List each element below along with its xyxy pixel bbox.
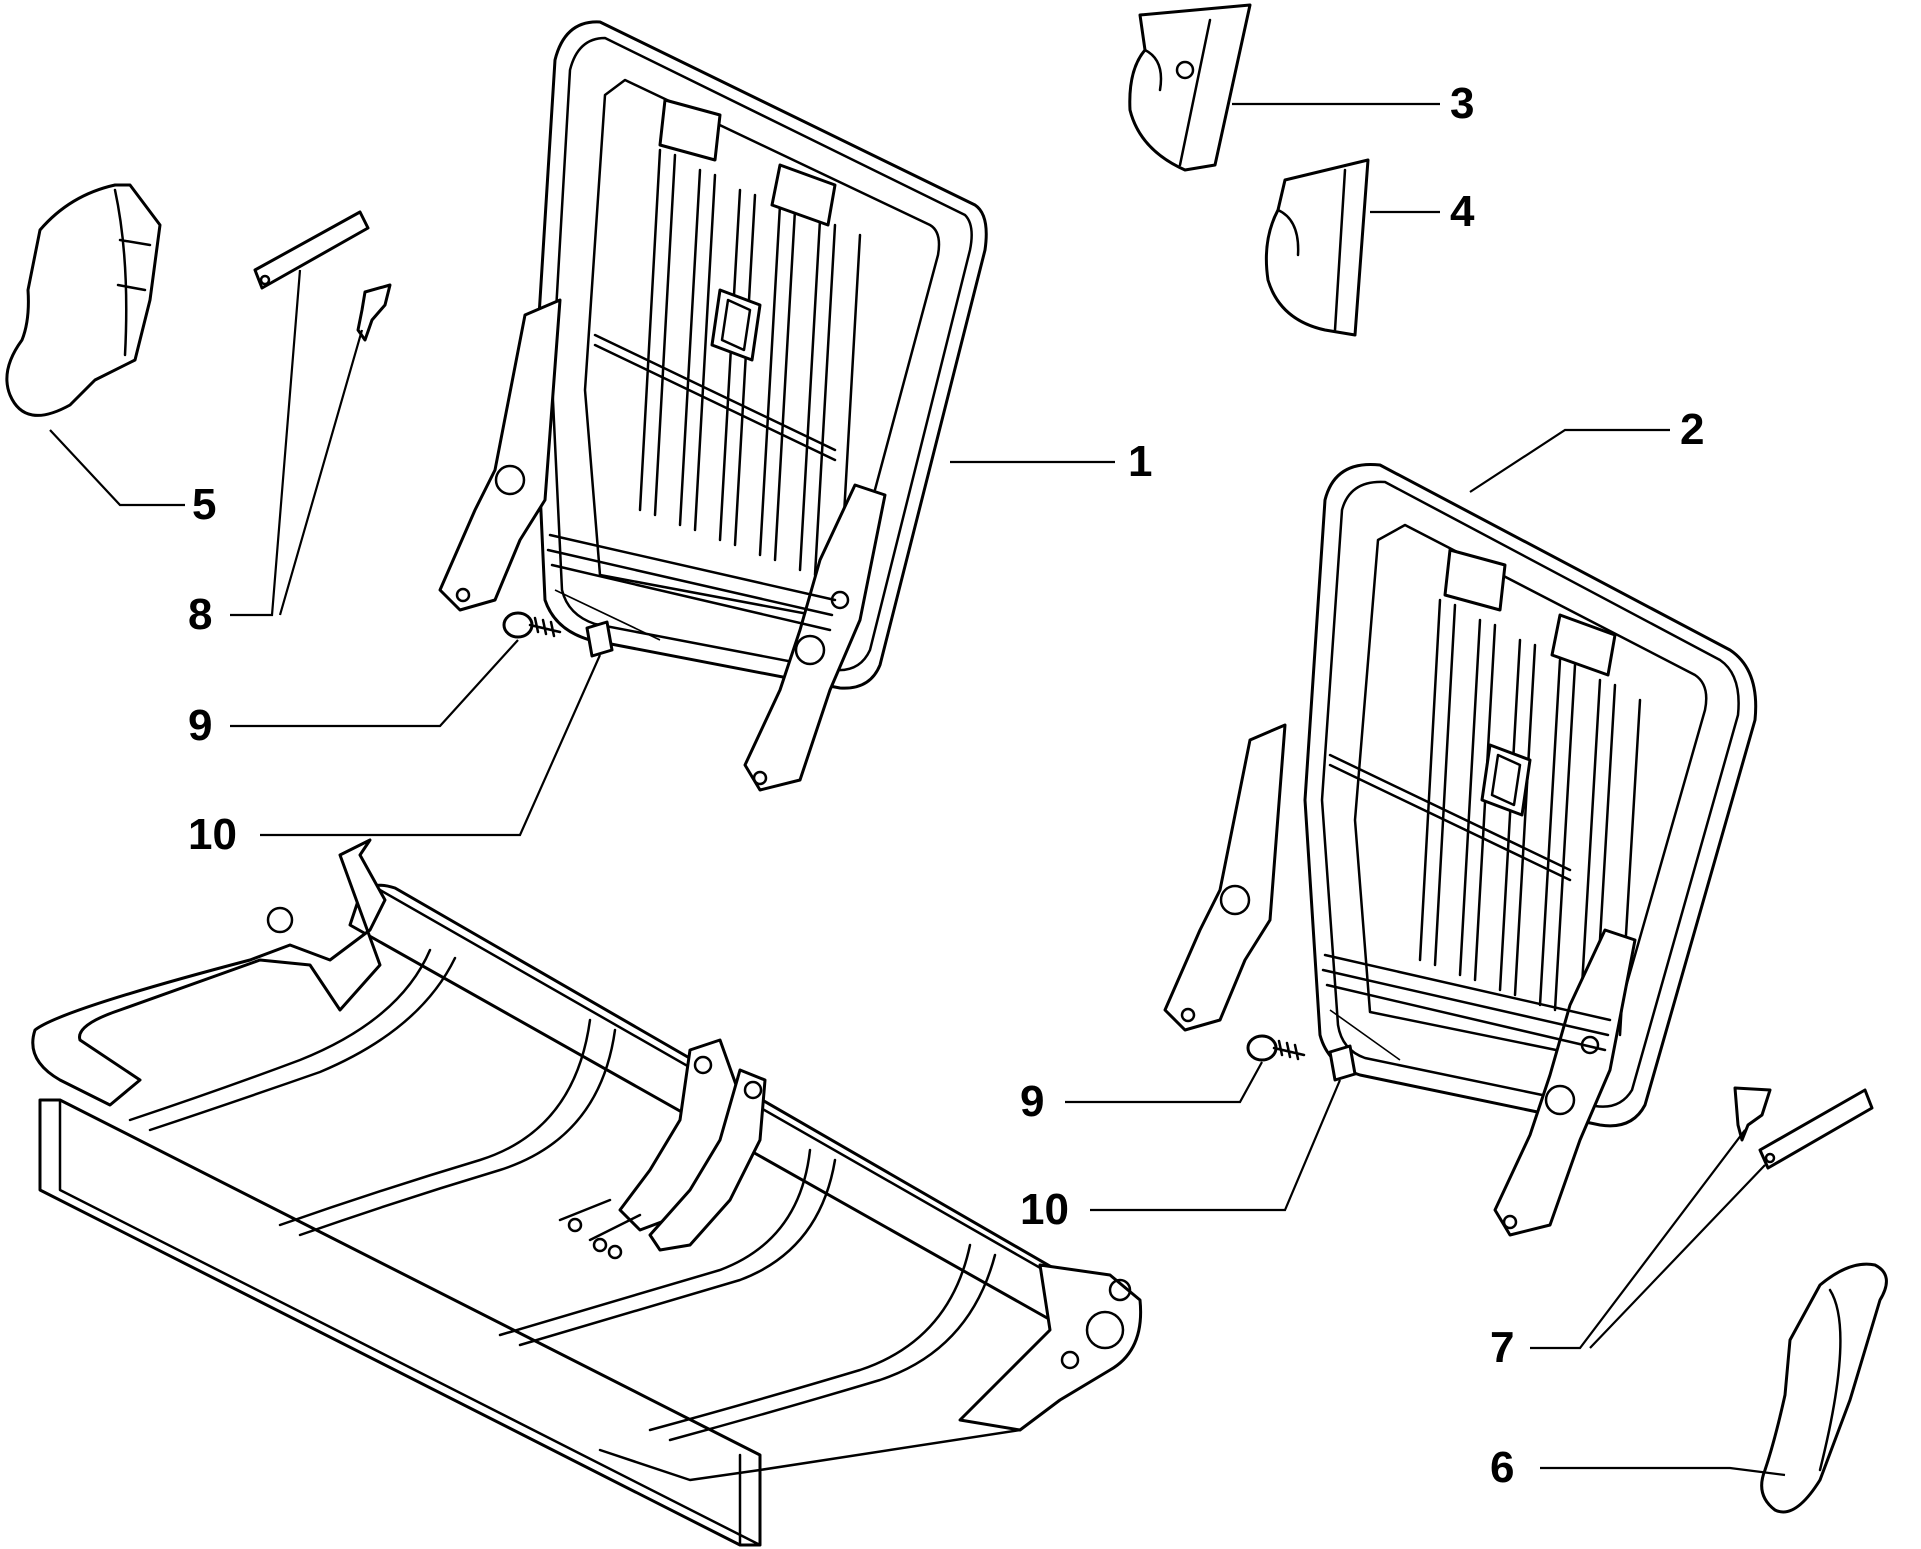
callout-4: 4 [1450,187,1475,236]
callout-10-right: 10 [1020,1185,1069,1234]
callout-5: 5 [192,480,216,529]
leader-lines [49,102,1786,1477]
reference-marks [554,589,1401,1061]
backrest-frame-left[interactable] [438,20,988,792]
bracket-set-right[interactable] [1733,1086,1874,1170]
hinge-cover-lower[interactable] [1264,158,1370,337]
clip-nut-right[interactable] [1328,1044,1357,1082]
bracket-set-left[interactable] [253,210,392,342]
side-trim-right[interactable] [1760,1262,1888,1514]
callout-8: 8 [188,590,212,639]
screw-right[interactable] [1246,1034,1306,1062]
callout-1: 1 [1128,437,1152,486]
callout-3: 3 [1450,79,1474,128]
callout-2: 2 [1680,405,1704,454]
screw-left[interactable] [502,611,562,639]
hinge-cover-upper[interactable] [1128,3,1252,172]
clip-nut-left[interactable] [585,620,614,658]
callout-10-left: 10 [188,810,237,859]
callouts: 3 4 5 8 1 2 9 10 9 10 7 6 [188,79,1704,1492]
side-trim-left[interactable] [5,183,162,417]
callout-9-right: 9 [1020,1077,1044,1126]
callout-7: 7 [1490,1323,1514,1372]
seat-base-frame[interactable] [31,838,1143,1547]
backrest-frame-right[interactable] [1163,462,1758,1237]
callout-6: 6 [1490,1443,1514,1492]
callout-9-left: 9 [188,701,212,750]
